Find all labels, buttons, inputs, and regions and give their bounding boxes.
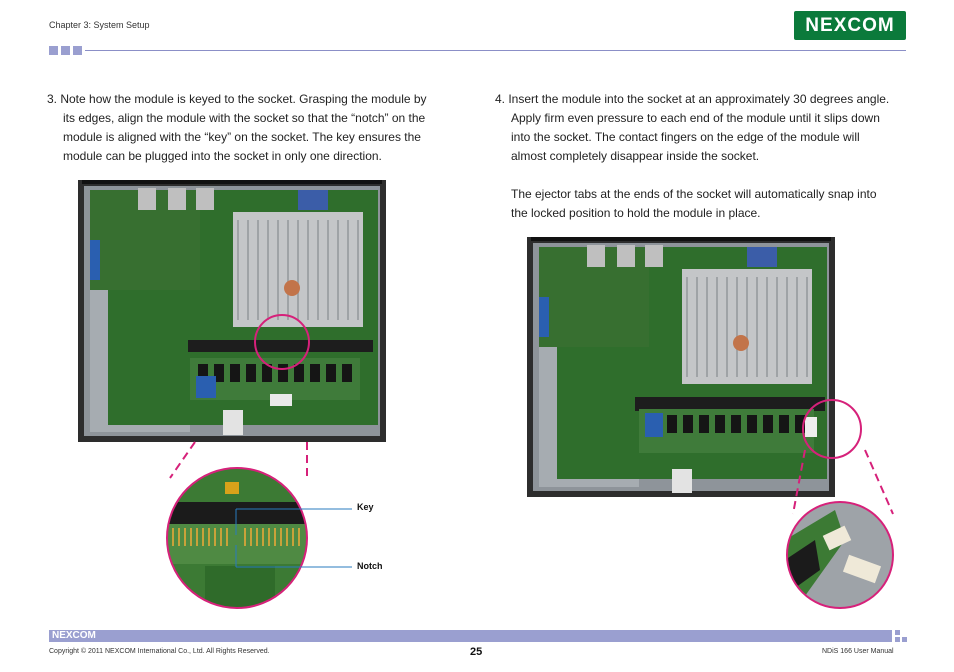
- footer-square-1: [895, 630, 900, 635]
- page-number: 25: [470, 646, 483, 658]
- footer-bar: [49, 630, 892, 642]
- header-rule: [85, 50, 906, 51]
- callout-dash-left: [169, 441, 308, 479]
- board-photo-left: [78, 180, 386, 442]
- highlight-circle-right: [802, 399, 862, 459]
- zoom-circle-ejector: [786, 501, 894, 609]
- highlight-circle-left: [254, 314, 310, 370]
- footer-square-3: [902, 637, 907, 642]
- step-4-line-6: the locked position to hold the module i…: [511, 206, 761, 220]
- copyright-text: Copyright © 2011 NEXCOM International Co…: [49, 648, 270, 655]
- callout-dash-right: [792, 449, 894, 515]
- step-4-line-5: The ejector tabs at the ends of the sock…: [511, 187, 877, 201]
- step-3-line-4: module can be plugged into the socket in…: [63, 149, 382, 163]
- logo-text: NEXCOM: [805, 14, 895, 36]
- step-4-line-1: 4. Insert the module into the socket at …: [495, 92, 890, 106]
- step-4-text: 4. Insert the module into the socket at …: [495, 90, 915, 223]
- header-square-1: [49, 46, 58, 55]
- label-notch: Notch: [357, 561, 383, 571]
- nexcom-logo: NEXCOM: [794, 11, 906, 40]
- step-3-line-2: its edges, align the module with the soc…: [63, 111, 426, 125]
- callout-lines-key-notch: [235, 508, 352, 568]
- step-3-line-1: 3. Note how the module is keyed to the s…: [47, 92, 427, 106]
- header-square-2: [61, 46, 70, 55]
- step-4-line-4: almost completely disappear inside the s…: [511, 149, 760, 163]
- step-3-text: 3. Note how the module is keyed to the s…: [47, 90, 467, 166]
- board-photo-right: [527, 237, 835, 497]
- chapter-title: Chapter 3: System Setup: [49, 20, 150, 30]
- footer-square-2: [895, 637, 900, 642]
- zoom-circle-key-notch: [166, 467, 308, 609]
- step-3-line-3: module is aligned with the “key” on the …: [63, 130, 421, 144]
- step-4-line-3: into the socket. The contact fingers on …: [511, 130, 860, 144]
- header-square-3: [73, 46, 82, 55]
- manual-title: NDiS 166 User Manual: [822, 648, 894, 655]
- label-key: Key: [357, 502, 374, 512]
- step-4-line-2: Apply firm even pressure to each end of …: [511, 111, 880, 125]
- footer-logo: NEXCOM: [52, 630, 96, 641]
